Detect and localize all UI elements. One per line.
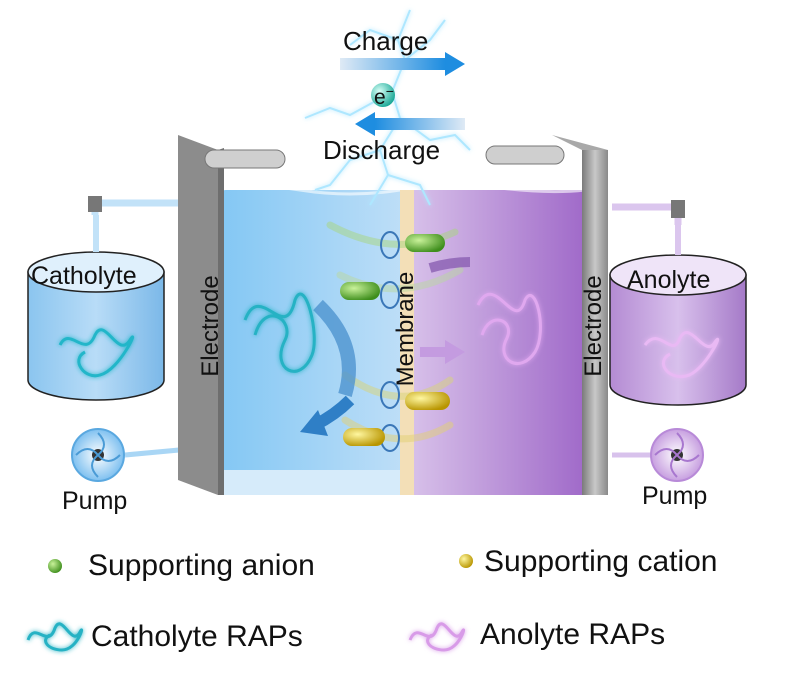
legend-catholyte-raps-label: Catholyte RAPs	[91, 620, 303, 653]
catholyte-polymer-in-tank	[58, 328, 135, 378]
left-pipe-joint	[88, 196, 102, 212]
electron-symbol: e	[374, 86, 386, 109]
charge-label: Charge	[343, 26, 429, 56]
left-electrode-label: Electrode	[197, 275, 224, 377]
membrane-label: Membrane	[392, 271, 419, 387]
discharge-arrow	[355, 112, 465, 136]
left-electrode	[178, 135, 286, 495]
anolyte-tank	[609, 225, 747, 406]
electron-icon	[371, 83, 395, 107]
flow-arrows	[300, 257, 471, 436]
anolyte-tank-label: Anolyte	[627, 266, 711, 294]
right-electrode	[485, 135, 608, 495]
right-pump-label: Pump	[642, 482, 708, 510]
left-pump-icon	[71, 428, 125, 482]
legend-anolyte-raps-icon	[408, 622, 465, 652]
right-pump-icon	[650, 428, 704, 482]
membrane-strip	[400, 190, 414, 495]
pipes	[88, 196, 685, 458]
membrane-channels	[380, 231, 400, 452]
electron-label: e−	[374, 84, 394, 108]
legend-anion-icon	[48, 559, 62, 573]
cation-ions	[343, 392, 450, 446]
left-pump-label: Pump	[62, 487, 128, 515]
legend-cation-label: Supporting cation	[484, 545, 718, 578]
right-electrode-label: Electrode	[580, 275, 607, 377]
anolyte-polymer-in-tank	[643, 331, 720, 379]
legend-anolyte-raps-label: Anolyte RAPs	[480, 618, 666, 651]
catholyte-tank	[27, 215, 165, 401]
legend-anion-label: Supporting anion	[88, 549, 315, 582]
catholyte-compartment	[218, 190, 400, 495]
catholyte-polymer-in-cell	[243, 292, 316, 373]
electron-charge-sign: −	[385, 83, 394, 99]
anolyte-polymer-in-cell	[476, 292, 542, 365]
catholyte-tank-label: Catholyte	[31, 262, 137, 290]
right-pipe-joint	[671, 200, 685, 218]
right-current-collector	[485, 145, 565, 165]
discharge-label: Discharge	[323, 135, 441, 165]
left-current-collector	[204, 149, 286, 169]
legend-cation-icon	[459, 554, 473, 568]
legend-catholyte-raps-icon	[26, 622, 83, 652]
charge-arrow	[340, 52, 465, 76]
anion-ions	[340, 234, 445, 300]
